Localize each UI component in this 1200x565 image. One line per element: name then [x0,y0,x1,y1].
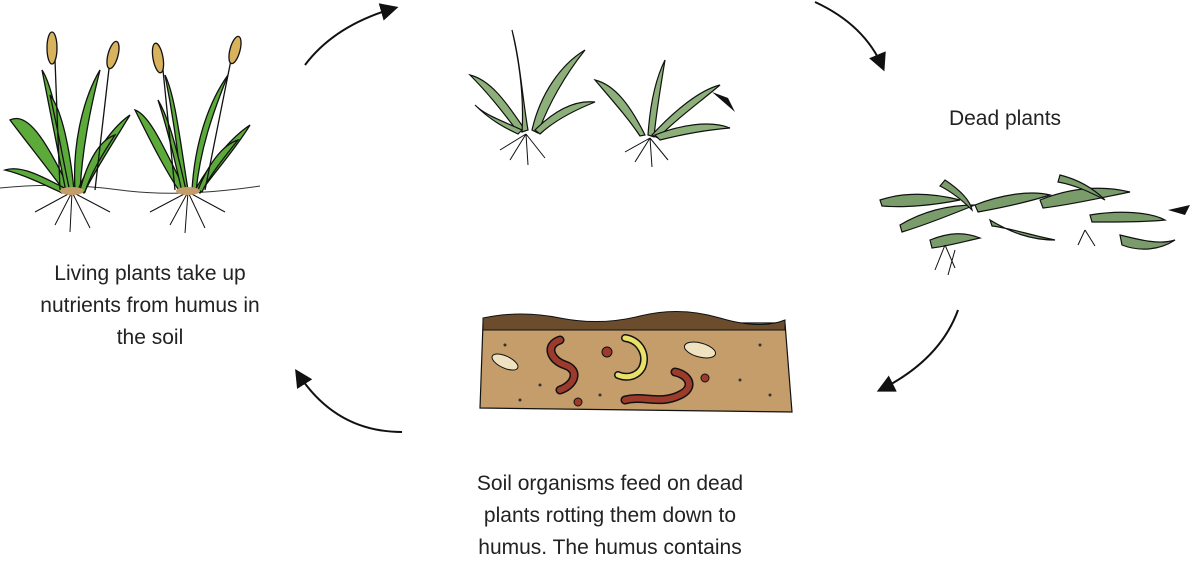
label-line: plants rotting them down to [483,504,737,527]
living-plants-icon [0,31,261,234]
label-dead-plants: Dead plants [915,103,1095,135]
label-line: the soil [116,326,184,349]
label-living-plants: Living plants take up nutrients from hum… [0,258,300,354]
arrow-icon [304,3,399,66]
wilting-plants-icon [468,29,735,168]
arrow-icon [814,1,886,72]
soil-organisms-icon [479,311,793,413]
label-line: Living plants take up [54,262,246,285]
dead-plants-icon [879,174,1190,276]
arrow-icon [295,368,403,433]
label-line: humus. The humus contains [478,536,742,559]
label-line: Soil organisms feed on dead [476,472,744,495]
arrow-icon [876,309,959,392]
label-line: Dead plants [948,107,1062,130]
label-soil-organisms: Soil organisms feed on dead plants rotti… [420,468,800,564]
label-line: nutrients from humus in [40,294,260,317]
